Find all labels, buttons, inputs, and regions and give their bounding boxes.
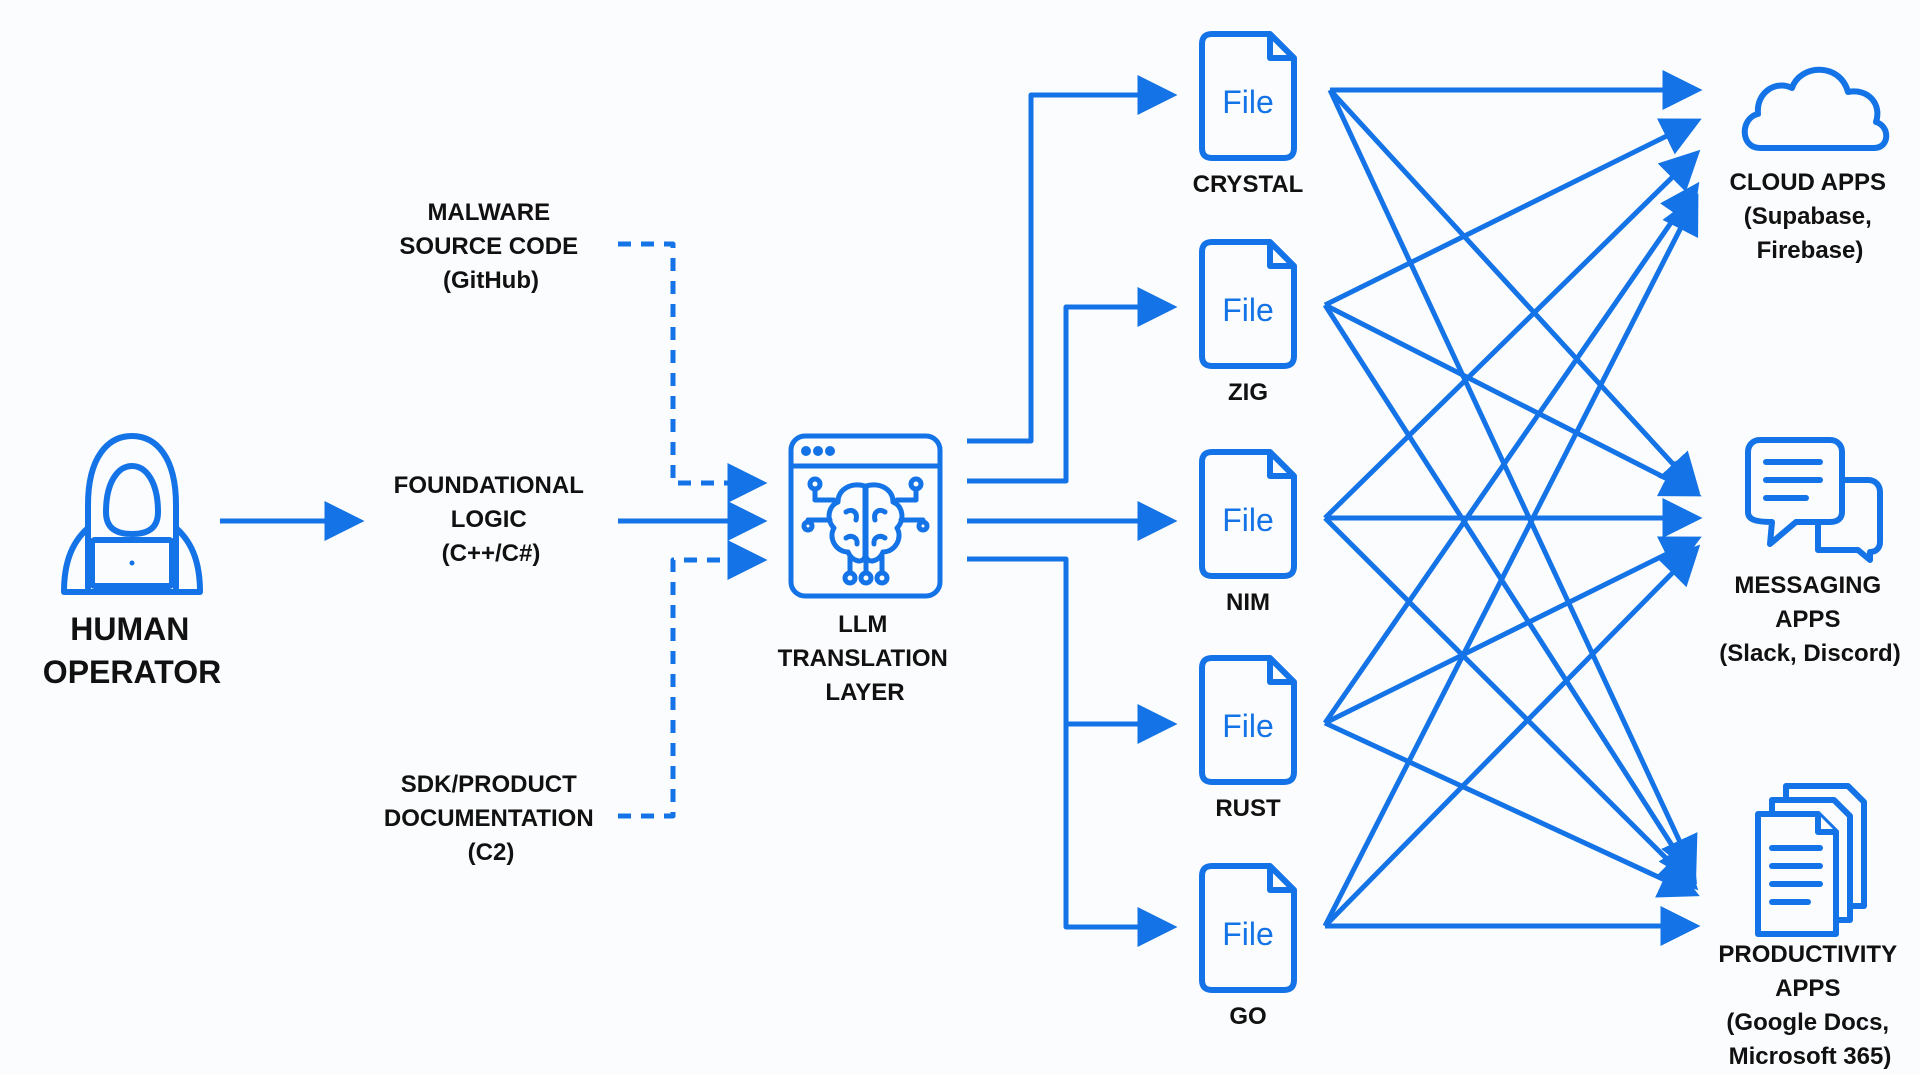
file-word: File xyxy=(1222,84,1274,120)
edge-rust-to-messaging xyxy=(1323,536,1702,726)
edge-go-to-messaging xyxy=(1323,544,1701,928)
productivity-apps-label: PRODUCTIVITY APPS (Google Docs, Microsof… xyxy=(1718,941,1901,1070)
language-label: GO xyxy=(1229,1003,1266,1030)
edge-rust-to-cloud xyxy=(1322,181,1700,725)
file-word: File xyxy=(1222,916,1274,952)
edge-malware-to-llm xyxy=(618,241,768,503)
edge-llm-to-crystal xyxy=(967,75,1178,444)
messaging-apps-node: MESSAGING APPS (Slack, Discord) xyxy=(1719,437,1901,667)
edge-go-to-cloud xyxy=(1322,193,1699,928)
cloud-apps-node: CLOUD APPS (Supabase, Firebase) xyxy=(1730,66,1891,264)
language-label: CRYSTAL xyxy=(1193,171,1304,198)
file-icon xyxy=(1199,31,1297,161)
sdk-documentation-label: SDK/PRODUCT DOCUMENTATION (C2) xyxy=(384,771,598,866)
edge-llm-to-go xyxy=(1063,724,1178,947)
edge-llm-to-zig xyxy=(967,287,1178,484)
connectors xyxy=(220,70,1703,947)
file-word: File xyxy=(1222,292,1274,328)
edge-crystal-to-productivity xyxy=(1327,88,1698,877)
documents-icon xyxy=(1755,783,1867,937)
productivity-apps-node: PRODUCTIVITY APPS (Google Docs, Microsof… xyxy=(1718,783,1901,1070)
malware-source-code-label: MALWARE SOURCE CODE (GitHub) xyxy=(399,199,582,294)
edge-rust-to-productivity xyxy=(1323,720,1700,898)
human-operator-label: HUMAN OPERATOR xyxy=(43,611,221,690)
file-word: File xyxy=(1222,502,1274,538)
edge-zig-to-productivity xyxy=(1322,303,1698,885)
language-label: NIM xyxy=(1226,589,1270,616)
edge-zig-to-cloud xyxy=(1323,118,1702,308)
file-word: File xyxy=(1222,708,1274,744)
file-icon xyxy=(1199,239,1297,369)
edge-zig-to-messaging xyxy=(1323,302,1702,497)
foundational-logic-label: FOUNDATIONAL LOGIC (C++/C#) xyxy=(394,472,589,567)
cloud-icon xyxy=(1741,66,1890,151)
edge-sdk-to-llm xyxy=(618,540,768,819)
chat-bubbles-icon xyxy=(1745,437,1883,563)
language-label: RUST xyxy=(1215,795,1281,822)
edge-nim-to-cloud xyxy=(1323,149,1701,520)
human-operator-node: HUMAN OPERATOR xyxy=(43,433,221,690)
cloud-apps-label: CLOUD APPS (Supabase, Firebase) xyxy=(1730,169,1891,264)
file-icon xyxy=(1199,655,1297,785)
ai-brain-chip-icon xyxy=(788,433,943,599)
edge-crystal-to-messaging xyxy=(1328,88,1701,494)
llm-translation-layer-node: LLM TRANSLATION LAYER xyxy=(778,433,953,706)
messaging-apps-label: MESSAGING APPS (Slack, Discord) xyxy=(1719,572,1900,667)
file-icon xyxy=(1199,449,1297,579)
llm-translation-layer-label: LLM TRANSLATION LAYER xyxy=(778,611,953,706)
file-icon xyxy=(1199,863,1297,993)
hooded-hacker-icon xyxy=(61,433,203,595)
edge-nim-to-productivity xyxy=(1323,516,1699,891)
edge-llm-to-rust xyxy=(967,556,1178,744)
language-label: ZIG xyxy=(1228,379,1268,406)
